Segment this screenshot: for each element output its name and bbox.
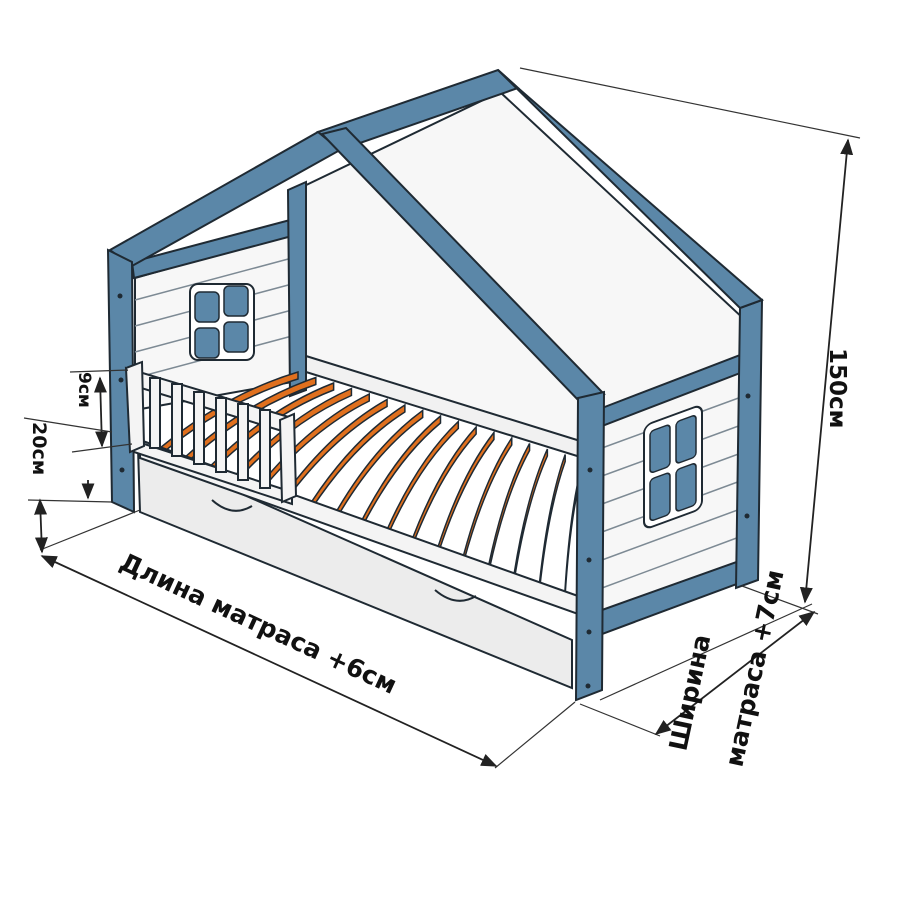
- post-back-right: [734, 298, 764, 590]
- drawer-height-label: 20см: [28, 422, 50, 475]
- slat: [463, 435, 513, 562]
- arrow-icon: [40, 555, 498, 767]
- dimension-rail-height: [69, 369, 133, 453]
- arrow-icon: [34, 498, 48, 554]
- safety-rail: [124, 360, 298, 506]
- slat: [488, 443, 531, 571]
- slat: [513, 448, 549, 580]
- arrow-icon: [799, 138, 854, 604]
- footboard: [601, 350, 749, 636]
- dimension-drawer-height: [23, 417, 113, 554]
- slat: [285, 398, 388, 502]
- slat: [361, 414, 442, 527]
- slat: [311, 403, 406, 511]
- height-total-label: 150см: [824, 348, 850, 428]
- dimension-length: [39, 509, 576, 769]
- window-icon: [189, 283, 255, 361]
- arrow-icon: [654, 611, 816, 735]
- slat: [412, 425, 477, 545]
- slat: [437, 430, 495, 553]
- dimension-width: [579, 585, 819, 737]
- slat: [336, 409, 424, 520]
- width-label-line2: матраса +7см: [720, 567, 790, 769]
- post-front-right: [574, 390, 606, 702]
- rafter-right-back: [497, 69, 764, 310]
- post-back-left: [286, 180, 307, 398]
- window-icon: [643, 405, 703, 529]
- slat: [538, 454, 566, 589]
- arrow-icon: [93, 376, 109, 448]
- rail-height-label: 9см: [74, 372, 94, 408]
- slat: [387, 419, 460, 536]
